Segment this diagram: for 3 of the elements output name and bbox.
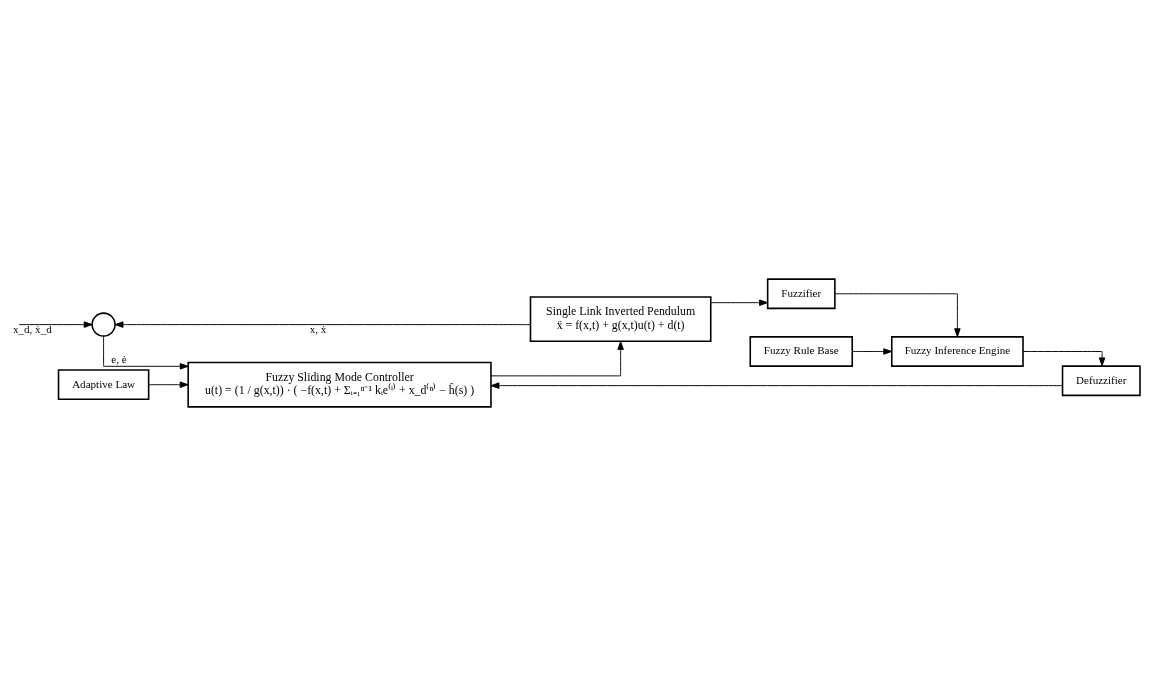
edge-label: x_d, ẋ_d: [13, 323, 52, 336]
edge-label: e, ė: [111, 353, 127, 366]
edge-label: x, ẋ: [309, 323, 327, 336]
